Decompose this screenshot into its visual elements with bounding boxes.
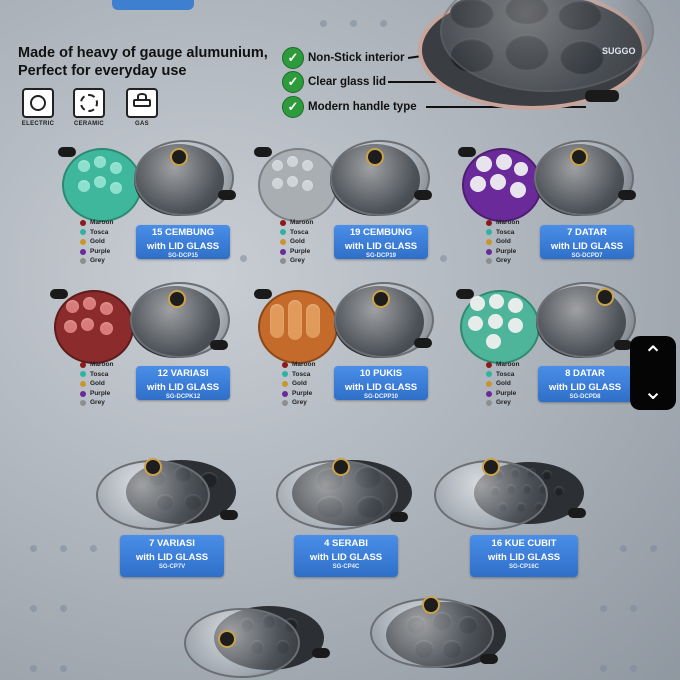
product-image xyxy=(456,282,636,364)
product-image xyxy=(58,140,238,222)
stove-label: ELECTRIC xyxy=(21,121,55,127)
ceramic-stove-icon xyxy=(73,88,105,118)
product-image-bottom-left[interactable] xyxy=(184,600,334,680)
product-image xyxy=(254,140,434,222)
feature-non-stick: ✓ Non-Stick interior xyxy=(282,47,458,69)
color-options: Maroon Tosca Gold Purple Grey xyxy=(486,360,519,408)
feature-glass-lid: ✓ Clear glass lid xyxy=(282,71,518,93)
hero-brand: SUGGO xyxy=(602,46,636,56)
heading: Made of heavy of gauge alumunium, Perfec… xyxy=(18,44,268,80)
check-icon: ✓ xyxy=(282,71,304,93)
color-options: Maroon Tosca Gold Purple Grey xyxy=(282,360,315,408)
stove-gas: GAS xyxy=(120,88,164,127)
scroll-control: ⌃ ⌄ xyxy=(630,336,676,410)
color-options: Maroon Tosca Gold Purple Grey xyxy=(280,218,313,266)
feature-text: Modern handle type xyxy=(308,101,417,113)
hero-handle xyxy=(585,90,619,102)
heading-line-1: Made of heavy of gauge alumunium, xyxy=(18,45,268,61)
electric-stove-icon xyxy=(22,88,54,118)
stove-label: GAS xyxy=(135,121,149,127)
color-options: Maroon Tosca Gold Purple Grey xyxy=(486,218,519,266)
product-image xyxy=(458,140,638,222)
feature-handle: ✓ Modern handle type xyxy=(282,96,586,118)
stove-ceramic: CERAMIC xyxy=(67,88,111,127)
product-image xyxy=(96,454,246,532)
check-icon: ✓ xyxy=(282,47,304,69)
product-image-bottom-right[interactable] xyxy=(366,596,516,680)
product-image xyxy=(434,454,594,532)
chevron-down-icon: ⌄ xyxy=(642,377,664,405)
product-image xyxy=(50,282,230,364)
check-icon: ✓ xyxy=(282,96,304,118)
scroll-down-button[interactable]: ⌄ xyxy=(630,374,676,408)
hero-pan-image: SUGGO xyxy=(410,0,654,110)
top-banner-tab xyxy=(112,0,194,10)
stove-label: CERAMIC xyxy=(73,121,105,127)
heading-line-2: Perfect for everyday use xyxy=(18,63,187,79)
color-options: Maroon Tosca Gold Purple Grey xyxy=(80,218,113,266)
chevron-up-icon: ⌃ xyxy=(642,341,664,369)
color-options: Maroon Tosca Gold Purple Grey xyxy=(80,360,113,408)
gas-stove-icon xyxy=(126,88,158,118)
feature-text: Clear glass lid xyxy=(308,76,386,88)
feature-text: Non-Stick interior xyxy=(308,52,405,64)
product-image xyxy=(254,282,434,364)
stove-electric: ELECTRIC xyxy=(16,88,60,127)
scroll-up-button[interactable]: ⌃ xyxy=(630,338,676,372)
product-image xyxy=(272,454,422,532)
